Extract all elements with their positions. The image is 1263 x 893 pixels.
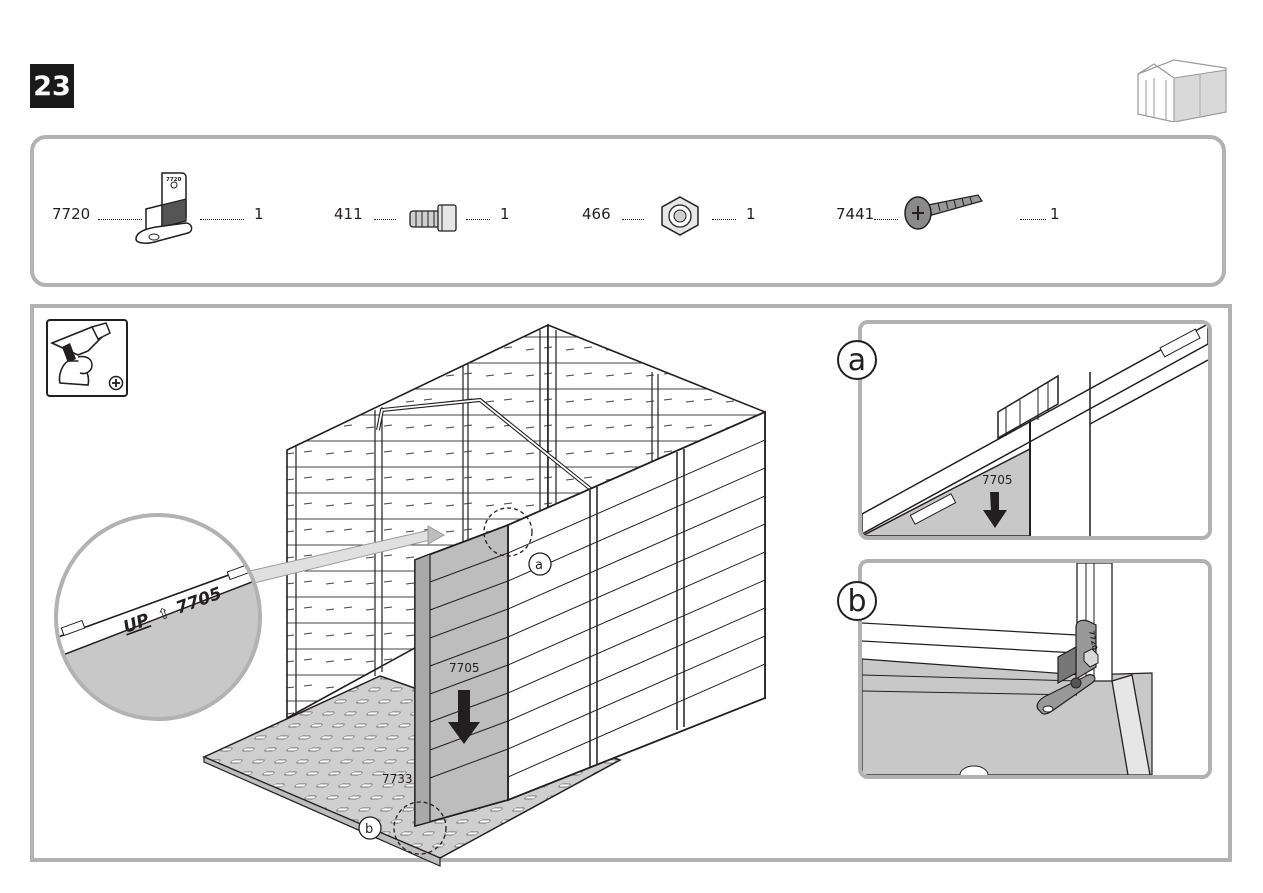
part-code: 7720 xyxy=(52,205,91,223)
shed-thumbnail-icon xyxy=(1137,59,1227,122)
detail-b-panel: 7720 xyxy=(858,559,1212,779)
panel-7705: 7705 xyxy=(414,523,509,828)
panel-label: 7705 xyxy=(449,661,480,675)
tool-box xyxy=(46,319,128,397)
detail-b-illustration: 7720 xyxy=(862,563,1208,775)
part-leader-dots xyxy=(874,219,898,220)
detail-b-letter-badge: b xyxy=(837,581,877,621)
part-leader-dots xyxy=(374,219,396,220)
part-leader-dots xyxy=(712,219,736,220)
part-code: 411 xyxy=(334,205,363,223)
down-arrow-icon xyxy=(448,690,480,744)
detail-b-letter: b xyxy=(847,583,867,619)
detail-a-panel: 7705 xyxy=(858,320,1212,540)
phillips-bit-icon xyxy=(108,375,124,391)
zoom-magnifier: UP ⇧ 7705 xyxy=(54,513,262,721)
detail-a-label: 7705 xyxy=(982,473,1013,487)
part-411: 411 1 xyxy=(334,139,534,291)
part-466: 466 1 xyxy=(582,139,782,291)
callout-a-ring xyxy=(483,507,533,557)
shed-floor xyxy=(202,675,622,867)
installed-bracket-icon: 7720 xyxy=(1036,619,1099,715)
parts-list-panel: 7720 7720 1 411 1 466 xyxy=(30,135,1226,287)
bracket-stamp: 7720 xyxy=(166,177,181,183)
callout-b-letter: b xyxy=(365,822,373,837)
part-leader-dots xyxy=(98,219,142,220)
part-7720: 7720 7720 1 xyxy=(34,139,294,291)
step-number: 23 xyxy=(30,64,74,108)
detail-a-illustration: 7705 xyxy=(862,324,1208,536)
part-qty: 1 xyxy=(500,205,510,223)
part-leader-dots xyxy=(200,219,244,220)
angle-bracket-icon: 7720 xyxy=(135,172,193,244)
part-leader-dots xyxy=(466,219,490,220)
callout-a-letter: a xyxy=(535,558,543,573)
floor-label: 7733 xyxy=(382,772,413,786)
part-code: 466 xyxy=(582,205,611,223)
part-qty: 1 xyxy=(1050,205,1060,223)
callout-b-ring xyxy=(393,801,447,855)
screw-icon xyxy=(904,194,983,230)
detail-b-stamp: 7720 xyxy=(1087,630,1098,651)
part-code: 7441 xyxy=(836,205,875,223)
callout-a-marker xyxy=(528,552,552,576)
part-qty: 1 xyxy=(254,205,264,223)
step-number-text: 23 xyxy=(33,70,71,102)
detail-a-letter-badge: a xyxy=(837,340,877,380)
callout-b-marker xyxy=(358,816,382,840)
detail-a-arrow-icon xyxy=(983,492,1007,528)
hex-nut-icon xyxy=(661,196,699,236)
detail-a-letter: a xyxy=(847,342,867,378)
power-drill-icon xyxy=(49,322,111,386)
bolt-icon xyxy=(409,204,457,232)
part-leader-dots xyxy=(1020,219,1046,220)
zoom-arrow-text: ⇧ xyxy=(155,603,173,624)
part-leader-dots xyxy=(622,219,644,220)
part-qty: 1 xyxy=(746,205,756,223)
part-7441: 7441 1 xyxy=(834,139,1094,291)
front-right-wall xyxy=(507,410,766,802)
